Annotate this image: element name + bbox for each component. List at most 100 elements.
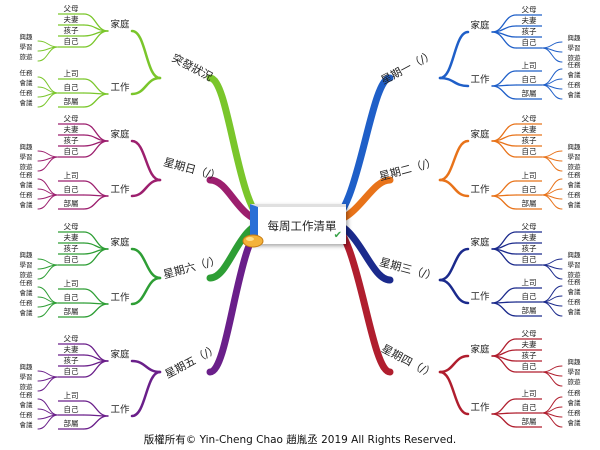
- branch-label-emergency[interactable]: 突發狀況: [170, 51, 215, 84]
- family-sub-item[interactable]: 學習: [20, 260, 33, 269]
- family-node[interactable]: 家庭: [470, 20, 490, 32]
- family-sub-item[interactable]: 旅遊: [568, 377, 582, 386]
- work-sub-item[interactable]: 會議: [568, 180, 582, 189]
- family-item[interactable]: 父母: [522, 222, 537, 231]
- family-sub-item[interactable]: 旅遊: [568, 53, 582, 62]
- family-item[interactable]: 孩子: [64, 135, 79, 145]
- branch-label-sunday[interactable]: 星期日（/）: [162, 156, 222, 184]
- family-item[interactable]: 孩子: [64, 355, 79, 365]
- work-sub-item[interactable]: 任務: [568, 408, 582, 417]
- family-item[interactable]: 夫妻: [64, 124, 79, 134]
- work-item[interactable]: 部屬: [64, 198, 79, 208]
- family-sub-item[interactable]: 興趣: [20, 142, 34, 151]
- work-sub-item[interactable]: 任務: [20, 410, 34, 419]
- family-item[interactable]: 夫妻: [64, 232, 79, 242]
- family-item[interactable]: 自己: [522, 254, 537, 264]
- work-item[interactable]: 部屬: [522, 305, 537, 315]
- work-item[interactable]: 上司: [64, 171, 79, 180]
- work-item[interactable]: 部屬: [64, 418, 79, 428]
- family-item[interactable]: 父母: [522, 5, 537, 14]
- work-item[interactable]: 部屬: [522, 416, 537, 426]
- work-node[interactable]: 工作: [470, 184, 490, 196]
- work-node[interactable]: 工作: [110, 404, 130, 416]
- family-sub-item[interactable]: 旅遊: [20, 162, 34, 171]
- family-item[interactable]: 夫妻: [64, 344, 79, 354]
- family-node[interactable]: 家庭: [470, 129, 490, 141]
- center-topic-card[interactable]: 每周工作清單 ✔: [250, 204, 346, 244]
- work-sub-item[interactable]: 任務: [20, 190, 34, 199]
- work-sub-item[interactable]: 任務: [20, 68, 34, 77]
- work-sub-item[interactable]: 會議: [568, 307, 582, 316]
- work-sub-item[interactable]: 任務: [20, 88, 34, 97]
- work-node[interactable]: 工作: [110, 292, 130, 304]
- work-sub-item[interactable]: 會議: [20, 200, 34, 209]
- family-item[interactable]: 自己: [522, 146, 537, 156]
- family-sub-item[interactable]: 興趣: [20, 32, 34, 41]
- work-sub-item[interactable]: 任務: [568, 277, 582, 286]
- family-item[interactable]: 父母: [522, 114, 537, 123]
- family-item[interactable]: 自己: [522, 361, 537, 371]
- work-node[interactable]: 工作: [470, 291, 490, 303]
- work-item[interactable]: 上司: [522, 61, 537, 70]
- family-sub-item[interactable]: 旅遊: [568, 162, 582, 171]
- work-sub-item[interactable]: 會議: [20, 78, 34, 87]
- work-item[interactable]: 自己: [522, 184, 537, 194]
- work-item[interactable]: 自己: [64, 292, 79, 302]
- work-sub-item[interactable]: 任務: [20, 298, 34, 307]
- work-item[interactable]: 自己: [64, 82, 79, 92]
- family-item[interactable]: 孩子: [64, 243, 79, 253]
- work-item[interactable]: 自己: [522, 291, 537, 301]
- work-sub-item[interactable]: 任務: [20, 278, 34, 287]
- family-sub-item[interactable]: 興趣: [568, 357, 582, 366]
- family-node[interactable]: 家庭: [470, 344, 490, 356]
- family-sub-item[interactable]: 興趣: [568, 250, 582, 259]
- work-sub-item[interactable]: 會議: [568, 70, 582, 79]
- family-sub-item[interactable]: 旅遊: [20, 52, 34, 61]
- work-sub-item[interactable]: 會議: [568, 398, 582, 407]
- family-sub-item[interactable]: 旅遊: [20, 270, 34, 279]
- family-sub-item[interactable]: 學習: [568, 152, 581, 161]
- work-sub-item[interactable]: 會議: [20, 308, 34, 317]
- family-sub-item[interactable]: 學習: [20, 42, 33, 51]
- family-node[interactable]: 家庭: [110, 237, 130, 249]
- family-item[interactable]: 父母: [64, 4, 79, 13]
- family-sub-item[interactable]: 學習: [568, 43, 581, 52]
- family-sub-item[interactable]: 學習: [568, 367, 581, 376]
- family-item[interactable]: 自己: [64, 36, 79, 46]
- family-item[interactable]: 自己: [522, 37, 537, 47]
- work-item[interactable]: 部屬: [64, 306, 79, 316]
- work-sub-item[interactable]: 會議: [20, 98, 34, 107]
- family-item[interactable]: 夫妻: [522, 124, 537, 134]
- family-item[interactable]: 父母: [64, 222, 79, 231]
- family-sub-item[interactable]: 學習: [20, 372, 33, 381]
- family-node[interactable]: 家庭: [470, 237, 490, 249]
- family-item[interactable]: 父母: [64, 114, 79, 123]
- work-item[interactable]: 上司: [64, 69, 79, 78]
- work-item[interactable]: 自己: [522, 402, 537, 412]
- work-node[interactable]: 工作: [110, 82, 130, 94]
- family-sub-item[interactable]: 旅遊: [20, 382, 34, 391]
- work-item[interactable]: 部屬: [522, 88, 537, 98]
- family-sub-item[interactable]: 旅遊: [568, 270, 582, 279]
- work-sub-item[interactable]: 任務: [568, 170, 582, 179]
- family-item[interactable]: 父母: [64, 334, 79, 343]
- family-item[interactable]: 父母: [522, 329, 537, 338]
- work-item[interactable]: 上司: [522, 389, 537, 398]
- family-sub-item[interactable]: 興趣: [20, 250, 34, 259]
- work-sub-item[interactable]: 任務: [568, 190, 582, 199]
- work-item[interactable]: 部屬: [522, 198, 537, 208]
- family-item[interactable]: 夫妻: [522, 339, 537, 349]
- family-sub-item[interactable]: 興趣: [20, 362, 34, 371]
- family-item[interactable]: 孩子: [522, 243, 537, 253]
- family-node[interactable]: 家庭: [110, 349, 130, 361]
- family-node[interactable]: 家庭: [110, 19, 130, 31]
- work-item[interactable]: 上司: [64, 279, 79, 288]
- family-item[interactable]: 夫妻: [522, 15, 537, 25]
- work-sub-item[interactable]: 會議: [568, 418, 582, 427]
- work-node[interactable]: 工作: [470, 402, 490, 414]
- family-item[interactable]: 孩子: [522, 26, 537, 36]
- work-item[interactable]: 自己: [64, 404, 79, 414]
- family-item[interactable]: 自己: [64, 146, 79, 156]
- work-sub-item[interactable]: 任務: [568, 388, 582, 397]
- work-sub-item[interactable]: 任務: [20, 390, 34, 399]
